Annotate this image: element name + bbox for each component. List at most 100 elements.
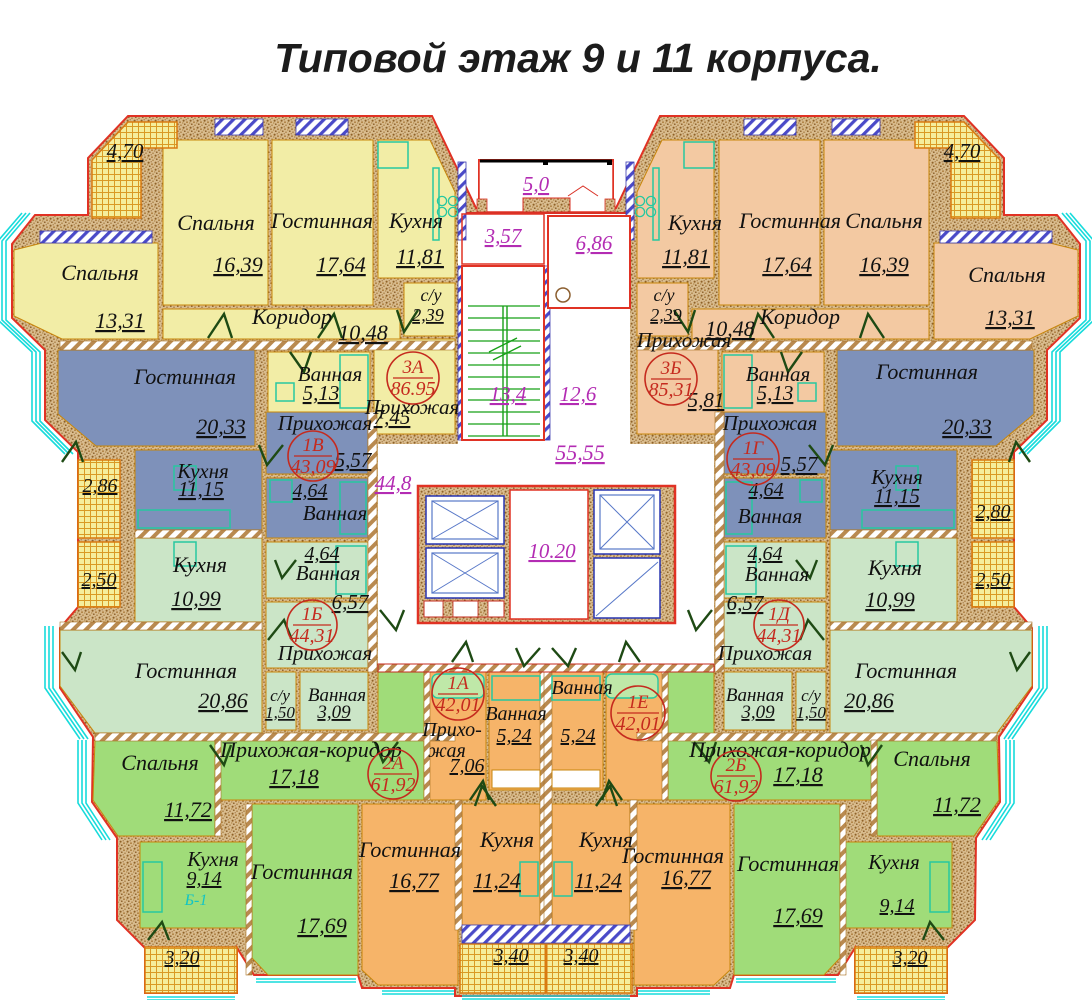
svg-text:Ванная: Ванная [746,362,810,386]
svg-text:6,86: 6,86 [576,231,613,255]
svg-text:9,14: 9,14 [880,895,915,917]
svg-text:9,14: 9,14 [187,868,222,890]
svg-text:17,64: 17,64 [316,252,366,277]
svg-text:85,31: 85,31 [649,379,694,401]
svg-text:3,20: 3,20 [164,947,200,969]
svg-text:Гостинная: Гостинная [738,208,841,233]
svg-text:17,64: 17,64 [762,252,812,277]
svg-text:5,13: 5,13 [303,381,340,405]
svg-text:86.95: 86.95 [391,378,436,400]
svg-text:11,81: 11,81 [662,244,710,269]
svg-text:17,18: 17,18 [269,764,319,789]
svg-text:1Е: 1Е [627,692,649,713]
svg-text:4,64: 4,64 [293,480,328,502]
svg-text:1Г: 1Г [743,438,765,459]
svg-text:11,72: 11,72 [164,797,212,822]
svg-text:Кухня: Кухня [578,827,633,852]
svg-text:2Б: 2Б [726,755,747,776]
svg-text:6,57: 6,57 [727,591,765,615]
svg-text:Спальня: Спальня [61,260,138,285]
svg-text:20,33: 20,33 [942,414,992,439]
svg-text:Ванная: Ванная [745,562,809,586]
svg-text:20,86: 20,86 [198,688,248,713]
svg-text:Гостинная: Гостинная [358,837,461,862]
svg-text:20,33: 20,33 [196,414,246,439]
svg-text:44,8: 44,8 [375,471,412,495]
svg-text:Гостинная: Гостинная [134,658,237,683]
svg-text:Ванная: Ванная [308,685,366,706]
svg-text:3,40: 3,40 [493,945,529,967]
svg-text:Спальня: Спальня [893,746,970,771]
svg-text:10,48: 10,48 [705,316,755,341]
svg-text:Спальня: Спальня [121,750,198,775]
svg-text:Ванная: Ванная [303,501,367,525]
svg-text:11,24: 11,24 [574,868,622,893]
svg-text:16,77: 16,77 [389,868,440,893]
svg-text:13,4: 13,4 [490,382,527,406]
svg-text:13,31: 13,31 [95,308,145,333]
svg-text:11,81: 11,81 [396,244,444,269]
svg-text:17,69: 17,69 [297,913,347,938]
svg-text:1Б: 1Б [302,604,323,625]
svg-text:с/у: с/у [654,285,675,305]
svg-text:4,70: 4,70 [944,139,981,163]
svg-text:жая: жая [428,740,466,762]
svg-text:2А: 2А [382,753,404,774]
svg-text:61,92: 61,92 [714,776,759,798]
svg-text:44,31: 44,31 [757,625,802,647]
svg-text:16,39: 16,39 [213,252,263,277]
svg-text:10,99: 10,99 [865,587,915,612]
svg-text:3Б: 3Б [660,358,682,379]
svg-text:Прихожая-коридор: Прихожая-коридор [688,737,871,762]
svg-text:7,06: 7,06 [450,755,485,777]
svg-text:Прихо-: Прихо- [421,719,481,741]
svg-text:11,72: 11,72 [933,792,981,817]
svg-text:Прихожая-коридор: Прихожая-коридор [219,737,402,762]
svg-text:17,69: 17,69 [773,903,823,928]
svg-text:Гостинная: Гостинная [133,364,236,389]
svg-text:42,01: 42,01 [436,694,481,716]
svg-text:Кухня: Кухня [176,459,229,483]
svg-text:с/у: с/у [270,686,290,705]
svg-text:5,13: 5,13 [757,381,794,405]
svg-text:Гостинная: Гостинная [621,843,724,868]
svg-text:3,40: 3,40 [563,945,599,967]
svg-text:1,50: 1,50 [796,703,826,722]
svg-text:4,64: 4,64 [748,543,783,565]
svg-text:Прихожая: Прихожая [636,328,731,352]
svg-text:43,09: 43,09 [291,456,336,478]
svg-text:11,15: 11,15 [178,477,224,501]
svg-text:Прихожая: Прихожая [277,641,372,665]
svg-text:10,99: 10,99 [171,586,221,611]
svg-text:7,45: 7,45 [374,405,411,429]
svg-text:6,57: 6,57 [332,590,370,614]
svg-text:5,24: 5,24 [561,725,596,747]
svg-text:3,09: 3,09 [316,702,351,723]
svg-text:2,80: 2,80 [976,501,1011,523]
svg-text:Гостинная: Гостинная [250,859,353,884]
svg-text:2,50: 2,50 [976,569,1011,591]
svg-text:Кухня: Кухня [867,850,920,874]
svg-text:Кухня: Кухня [186,847,239,871]
svg-text:10.20: 10.20 [528,539,576,563]
svg-text:Ванная: Ванная [485,703,546,725]
svg-text:12,6: 12,6 [560,382,597,406]
svg-text:Гостинная: Гостинная [736,851,839,876]
svg-text:Ванная: Ванная [551,677,612,699]
svg-text:11,24: 11,24 [473,868,521,893]
svg-text:16,39: 16,39 [859,252,909,277]
svg-text:Кухня: Кухня [479,827,534,852]
svg-text:Кухня: Кухня [870,465,923,489]
svg-text:2,39: 2,39 [650,305,682,325]
svg-text:5,0: 5,0 [523,172,550,196]
svg-text:17,18: 17,18 [773,762,823,787]
svg-text:Гостинная: Гостинная [270,208,373,233]
svg-text:Гостинная: Гостинная [875,359,978,384]
svg-text:5,57: 5,57 [335,448,373,472]
svg-text:16,77: 16,77 [661,865,712,890]
svg-text:4,70: 4,70 [107,139,144,163]
svg-text:2,86: 2,86 [83,475,118,497]
svg-text:Типовой этаж 9 и 11 корпуса.: Типовой этаж 9 и 11 корпуса. [274,35,882,81]
svg-text:3,20: 3,20 [892,947,928,969]
svg-text:с/у: с/у [801,686,821,705]
